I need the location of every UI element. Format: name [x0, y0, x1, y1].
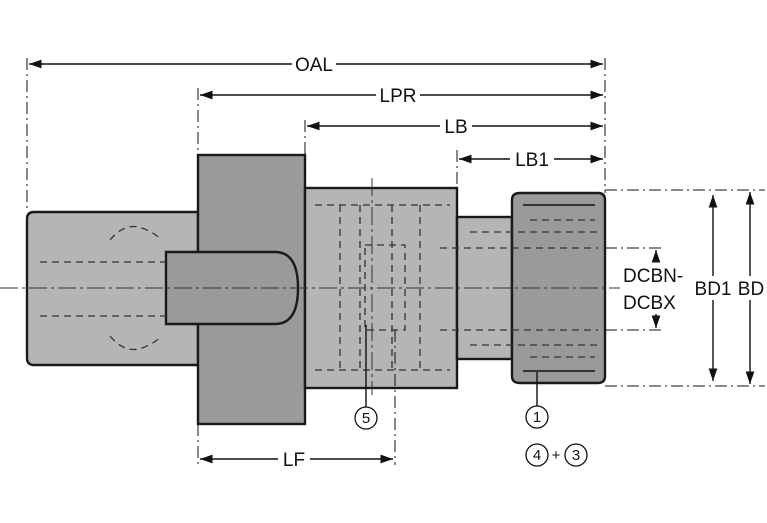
- dim-bd-label: BD: [738, 279, 764, 300]
- callout-4-plus-3: 4 + 3: [525, 443, 588, 467]
- dim-lpr-label: LPR: [380, 86, 417, 107]
- dim-lb-label: LB: [444, 117, 467, 138]
- callout-5: 5: [354, 325, 378, 430]
- callout-4: 4: [533, 447, 541, 464]
- callout-3: 3: [572, 447, 580, 464]
- dim-bd1-label: BD1: [695, 279, 732, 300]
- tool-body: [0, 153, 620, 426]
- callout-plus: +: [552, 447, 561, 464]
- dim-lb1-label: LB1: [515, 150, 549, 171]
- dim-oal-label: OAL: [295, 55, 333, 76]
- shank: [25, 210, 200, 367]
- dim-dcbn-label: DCBN-: [623, 266, 683, 287]
- dim-dcbx-label: DCBX: [623, 293, 676, 314]
- extension-lines: [26, 58, 765, 465]
- callout-1: 1: [525, 372, 549, 429]
- svg-text:1: 1: [533, 409, 541, 426]
- svg-text:5: 5: [362, 410, 370, 427]
- dim-lf-label: LF: [283, 450, 305, 471]
